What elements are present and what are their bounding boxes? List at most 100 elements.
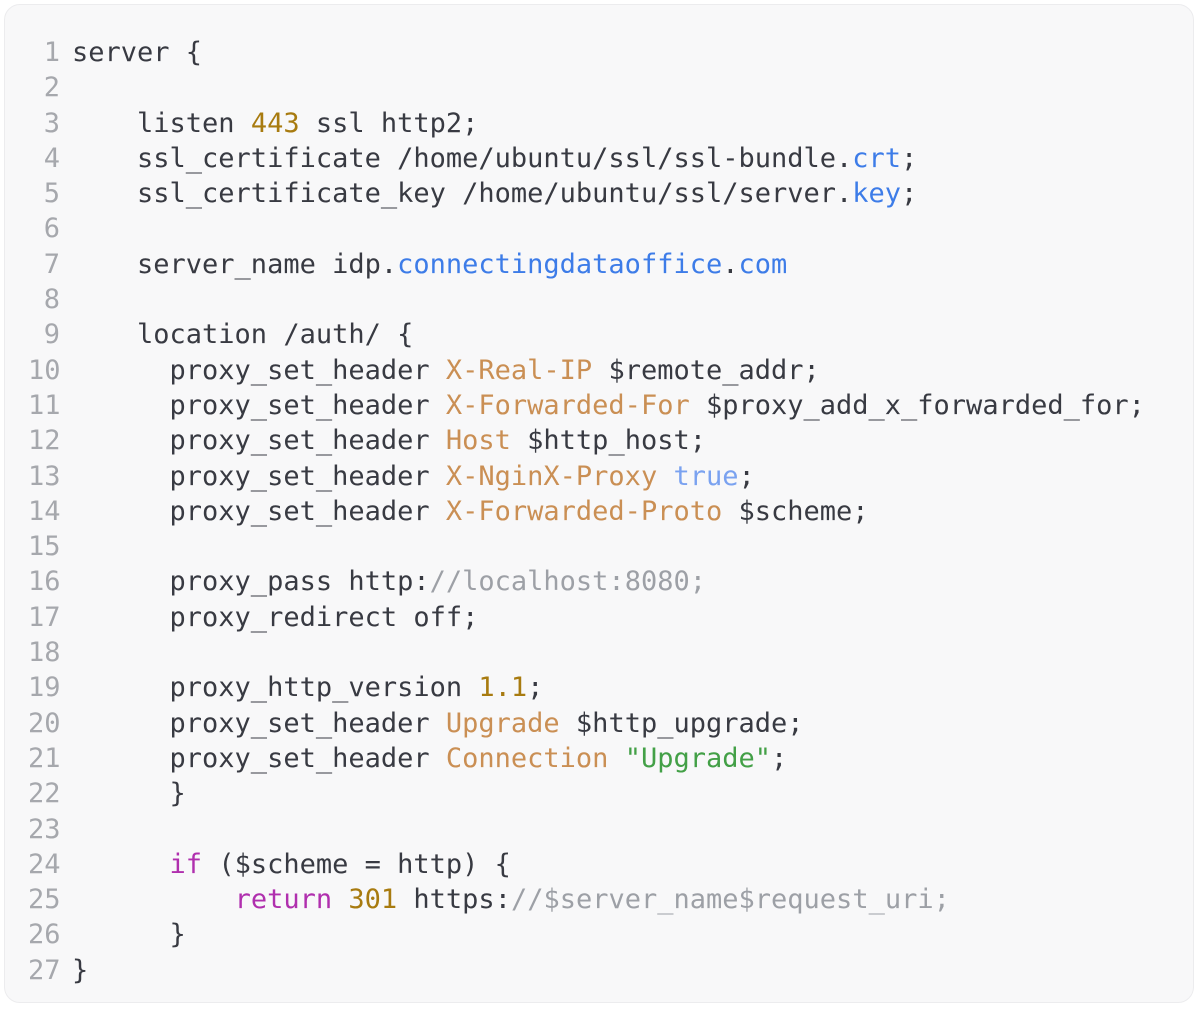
- code-line-text: ssl_certificate_key /home/ubuntu/ssl/ser…: [72, 176, 917, 211]
- line-number: 15: [28, 531, 61, 563]
- code-token: [72, 849, 170, 880]
- code-token: proxy_set_header: [72, 742, 446, 774]
- code-line: 26 }: [28, 917, 1183, 952]
- code-token: proxy_set_header: [72, 425, 446, 457]
- code-token: $remote_addr;: [592, 354, 820, 386]
- code-line: 22 }: [28, 776, 1183, 811]
- code-token: //localhost:8080;: [429, 566, 706, 598]
- code-token: }: [72, 778, 186, 810]
- line-number: 23: [28, 813, 61, 845]
- code-line-text: proxy_http_version 1.1;: [72, 670, 544, 705]
- code-token: Connection: [445, 742, 609, 774]
- line-number: 3: [43, 107, 60, 139]
- code-line-text: proxy_set_header Upgrade $http_upgrade;: [72, 706, 804, 741]
- code-token: .: [722, 248, 739, 280]
- code-line-text: proxy_set_header X-NginX-Proxy true;: [72, 459, 755, 494]
- code-token: ;: [771, 742, 788, 774]
- code-token: $http_host;: [510, 425, 706, 457]
- code-token: ;: [527, 672, 544, 704]
- code-line: 17 proxy_redirect off;: [28, 600, 1183, 635]
- code-token: "Upgrade": [624, 742, 772, 774]
- code-token: proxy_redirect off;: [72, 601, 479, 633]
- code-line: 21 proxy_set_header Connection "Upgrade"…: [28, 741, 1183, 776]
- code-token: }: [72, 919, 186, 951]
- code-token: X-Forwarded-Proto: [445, 495, 723, 527]
- code-line-text: proxy_set_header X-Forwarded-Proto $sche…: [72, 494, 869, 529]
- code-line: 12 proxy_set_header Host $http_host;: [28, 423, 1183, 458]
- code-token: key: [852, 178, 902, 210]
- code-line: 15: [28, 529, 1183, 564]
- line-number: 9: [43, 319, 60, 351]
- code-token: [72, 884, 235, 915]
- code-line-text: proxy_pass http://localhost:8080;: [72, 564, 706, 599]
- code-line: 9 location /auth/ {: [28, 317, 1183, 352]
- code-token: ;: [901, 178, 918, 210]
- code-token: ssl http2;: [299, 107, 479, 139]
- code-line: 6: [28, 211, 1183, 246]
- code-token: [657, 461, 673, 492]
- line-number: 20: [28, 707, 61, 739]
- code-token: //$server_name$request_uri;: [510, 884, 950, 916]
- code-token: $scheme;: [722, 495, 869, 527]
- line-number: 19: [28, 672, 61, 704]
- line-number: 18: [28, 637, 61, 669]
- code-line-text: location /auth/ {: [72, 317, 413, 352]
- line-number: 14: [28, 495, 61, 527]
- code-token: listen: [72, 107, 251, 139]
- code-line-text: proxy_redirect off;: [72, 600, 479, 635]
- code-token: $http_upgrade;: [559, 707, 804, 739]
- line-number: 7: [43, 248, 60, 280]
- line-number: 5: [43, 178, 60, 210]
- code-token: proxy_set_header: [72, 354, 446, 386]
- code-token: ssl_certificate /home/ubuntu/ssl/ssl-bun…: [72, 142, 853, 174]
- line-number: 26: [28, 919, 61, 951]
- code-token: location /auth/ {: [72, 319, 414, 351]
- code-line: 7 server_name idp.connectingdataoffice.c…: [28, 247, 1183, 282]
- code-token: server_name idp.: [72, 248, 398, 280]
- code-line: 13 proxy_set_header X-NginX-Proxy true;: [28, 459, 1183, 494]
- code-line: 4 ssl_certificate /home/ubuntu/ssl/ssl-b…: [28, 141, 1183, 176]
- line-number: 13: [28, 460, 61, 492]
- code-token: ($scheme = http) {: [202, 848, 511, 880]
- line-number: 17: [28, 601, 61, 633]
- line-number: 1: [43, 37, 60, 68]
- code-token: [332, 884, 348, 915]
- code-line-text: proxy_set_header Host $http_host;: [72, 423, 706, 458]
- code-token: ;: [738, 460, 755, 492]
- code-token: X-NginX-Proxy: [445, 460, 658, 492]
- code-token: 301: [348, 884, 398, 916]
- line-number: 16: [28, 566, 61, 598]
- code-token: Upgrade: [445, 707, 560, 739]
- code-line-text: if ($scheme = http) {: [72, 847, 511, 882]
- code-token: if: [169, 848, 203, 880]
- code-token: proxy_http_version: [72, 672, 479, 704]
- code-token: 1.1: [478, 672, 528, 704]
- code-line-text: proxy_set_header Connection "Upgrade";: [72, 741, 788, 776]
- line-number: 10: [28, 354, 61, 386]
- code-line: 23: [28, 812, 1183, 847]
- line-number: 27: [28, 954, 61, 986]
- code-token: X-Forwarded-For: [445, 389, 690, 421]
- code-token: https:: [397, 884, 511, 916]
- code-line: 1 server {: [28, 35, 1183, 70]
- code-token: connectingdataoffice: [397, 248, 723, 280]
- code-line-text: ssl_certificate /home/ubuntu/ssl/ssl-bun…: [72, 141, 917, 176]
- code-line: 14 proxy_set_header X-Forwarded-Proto $s…: [28, 494, 1183, 529]
- line-number: 21: [28, 742, 61, 774]
- line-number: 25: [28, 884, 61, 916]
- code-line-text: server {: [72, 35, 202, 70]
- code-line-text: }: [72, 776, 186, 811]
- code-line: 24 if ($scheme = http) {: [28, 847, 1183, 882]
- code-token: proxy_set_header: [72, 460, 446, 492]
- line-number: 6: [43, 213, 60, 245]
- code-line-text: listen 443 ssl http2;: [72, 106, 478, 141]
- line-number: 12: [28, 425, 61, 457]
- line-number: 4: [43, 142, 60, 174]
- line-number: 2: [43, 72, 60, 104]
- code-token: X-Real-IP: [445, 354, 593, 386]
- code-line: 10 proxy_set_header X-Real-IP $remote_ad…: [28, 353, 1183, 388]
- code-token: ssl_certificate_key /home/ubuntu/ssl/ser…: [72, 178, 853, 210]
- line-number: 22: [28, 778, 61, 810]
